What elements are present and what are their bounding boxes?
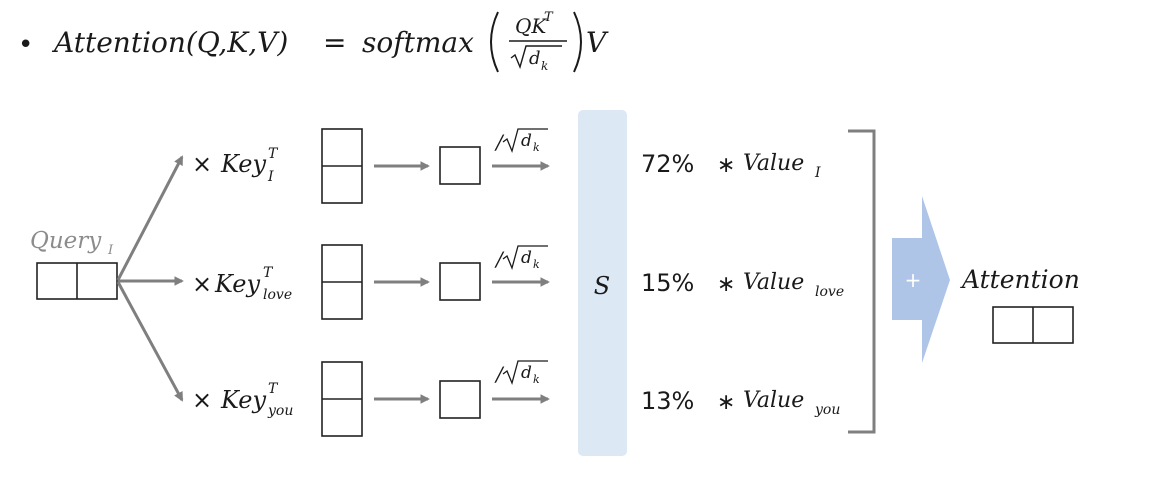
scale-i-d: d (521, 131, 532, 151)
key-love-sub: love (263, 287, 292, 303)
key-love-label: Key (214, 270, 260, 298)
query-label-sub: I (107, 243, 114, 258)
denominator-subscript: k (541, 59, 548, 73)
scale-you-slash: / (494, 362, 505, 386)
softmax-bar (578, 110, 627, 456)
formula-lhs: Attention(Q,K,V) (51, 26, 288, 59)
scale-love-sqrt (502, 245, 548, 270)
key-row-i: × Key T I / d k (192, 128, 550, 204)
scale-i-sub: k (533, 141, 540, 154)
key-you-sup: T (268, 381, 279, 397)
value-i-label: Value (743, 151, 804, 176)
value-i-percent: 72% (641, 150, 694, 178)
query-group: Query I (30, 228, 118, 300)
softmax-label: S (594, 272, 610, 300)
sum-bracket (848, 129, 876, 434)
key-you-sub: you (267, 403, 293, 419)
attention-formula: • Attention(Q,K,V) = softmax QK T d k V (18, 10, 609, 73)
value-love-percent: 15% (641, 269, 694, 297)
numerator-superscript: T (544, 10, 554, 25)
formula-equals: = (323, 26, 346, 59)
fraction-numerator: QK (515, 14, 547, 38)
value-you-percent: 13% (641, 387, 694, 415)
key-i-label: Key (220, 150, 266, 178)
scale-you-sqrt (502, 360, 548, 385)
scale-love-slash: / (494, 247, 505, 271)
formula-softmax: softmax (362, 26, 474, 59)
value-you-label: Value (743, 388, 804, 413)
attention-result-label: Attention (960, 265, 1080, 294)
key-you-times: × (192, 386, 212, 414)
formula-value-v: V (586, 26, 609, 59)
scale-you-d: d (521, 363, 532, 383)
key-i-sub: I (267, 169, 274, 185)
key-row-love: × Key T love / d k (192, 244, 550, 320)
value-love-label: Value (743, 270, 804, 295)
score-love-box (439, 262, 481, 301)
plus-sign: + (905, 268, 922, 292)
value-row-love: 15% ∗ Value love (641, 269, 844, 300)
plus-arrow-icon (892, 196, 950, 363)
key-row-you: × Key T you / d k (192, 360, 550, 437)
key-i-times: × (192, 150, 212, 178)
left-paren (490, 11, 499, 73)
value-i-op: ∗ (717, 153, 735, 178)
value-love-op: ∗ (717, 272, 735, 297)
value-love-sub: love (815, 284, 844, 300)
score-i-box (439, 146, 481, 185)
fraction-denominator: d (529, 48, 541, 69)
key-love-times: × (192, 270, 212, 298)
scale-love-sub: k (533, 258, 540, 271)
scale-i-sqrt (502, 128, 548, 153)
value-you-op: ∗ (717, 390, 735, 415)
value-row-you: 13% ∗ Value you (641, 387, 840, 418)
bullet-point: • (18, 30, 33, 60)
query-label: Query (30, 228, 102, 254)
key-love-sup: T (263, 265, 274, 281)
value-i-sub: I (814, 165, 821, 181)
value-you-sub: you (814, 402, 840, 418)
arrow-query-to-key-i (116, 155, 184, 281)
arrow-query-to-key-you (116, 281, 184, 402)
key-i-sup: T (268, 146, 279, 162)
sqrt-symbol (510, 45, 562, 70)
scale-you-sub: k (533, 373, 540, 386)
key-you-label: Key (220, 386, 266, 414)
scale-love-d: d (521, 248, 532, 268)
score-you-box (439, 380, 481, 419)
right-paren (573, 11, 582, 73)
value-row-i: 72% ∗ Value I (641, 150, 821, 181)
scale-i-slash: / (494, 130, 505, 154)
